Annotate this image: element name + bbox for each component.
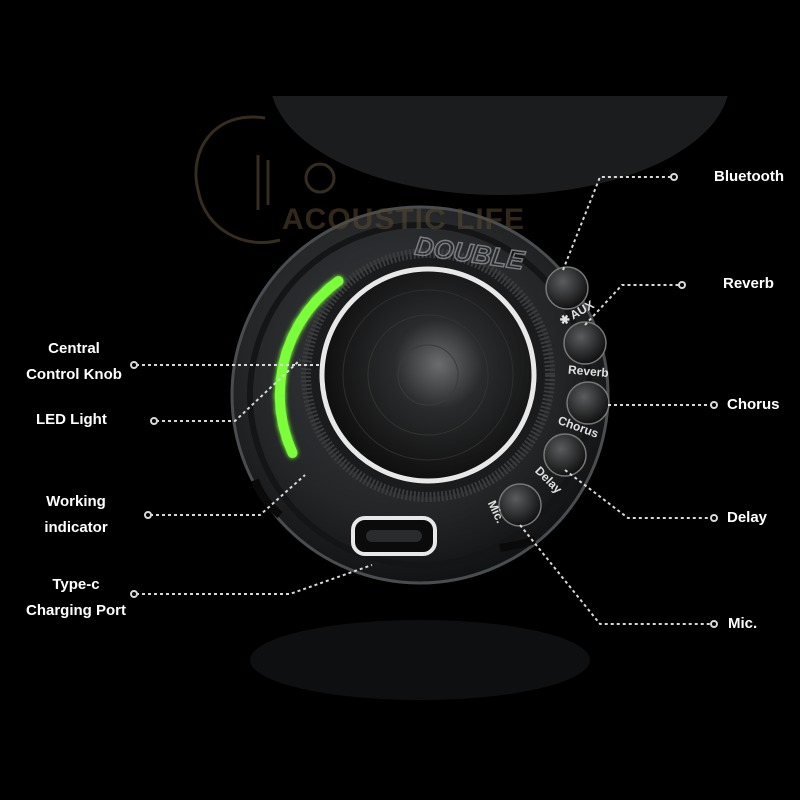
- label-chorus: Chorus: [727, 392, 780, 418]
- chorus-button[interactable]: [566, 381, 610, 425]
- label-delay: Delay: [727, 505, 767, 531]
- label-type-c-port: Type-c Charging Port: [16, 572, 136, 624]
- label-typec-line1: Type-c: [52, 576, 100, 593]
- label-led-light: LED Light: [36, 407, 107, 433]
- label-mic: Mic.: [728, 611, 757, 637]
- label-working-line2: indicator: [44, 519, 108, 536]
- label-reverb-text: Reverb: [723, 275, 774, 292]
- side-buttons: [498, 266, 610, 527]
- label-typec-line2: Charging Port: [26, 602, 126, 619]
- callout-lines: [136, 176, 712, 625]
- delay-button[interactable]: [543, 433, 587, 477]
- label-reverb: Reverb: [723, 271, 774, 297]
- label-bluetooth-text: Bluetooth: [714, 168, 784, 185]
- reverb-button[interactable]: [563, 321, 607, 365]
- label-working-indicator: Working indicator: [30, 489, 122, 541]
- central-control-knob[interactable]: [319, 266, 537, 484]
- aux-bluetooth-button[interactable]: [545, 266, 589, 310]
- label-mic-text: Mic.: [728, 615, 758, 632]
- label-central-control-knob: Central Control Knob: [18, 336, 130, 388]
- label-working-line1: Working: [46, 493, 106, 510]
- label-led-light-text: LED Light: [36, 411, 107, 428]
- label-chorus-text: Chorus: [727, 396, 780, 413]
- label-bluetooth: Bluetooth: [714, 164, 784, 190]
- led-light-bar: [274, 275, 344, 459]
- led-segment: [282, 436, 298, 459]
- top-mask: [0, 0, 800, 96]
- label-central-line1: Central: [48, 340, 100, 357]
- label-central-line2: Control Knob: [26, 366, 122, 383]
- reverb-caption: Reverb: [568, 363, 610, 380]
- callout-dots: [130, 173, 718, 628]
- reflection: [250, 620, 590, 700]
- watermark-text: ACOUSTIC LIFE: [282, 203, 525, 236]
- label-delay-text: Delay: [727, 509, 768, 526]
- guitar-logo-icon: [194, 115, 336, 245]
- working-indicator-slot: [251, 478, 283, 519]
- knob-center: [397, 344, 459, 406]
